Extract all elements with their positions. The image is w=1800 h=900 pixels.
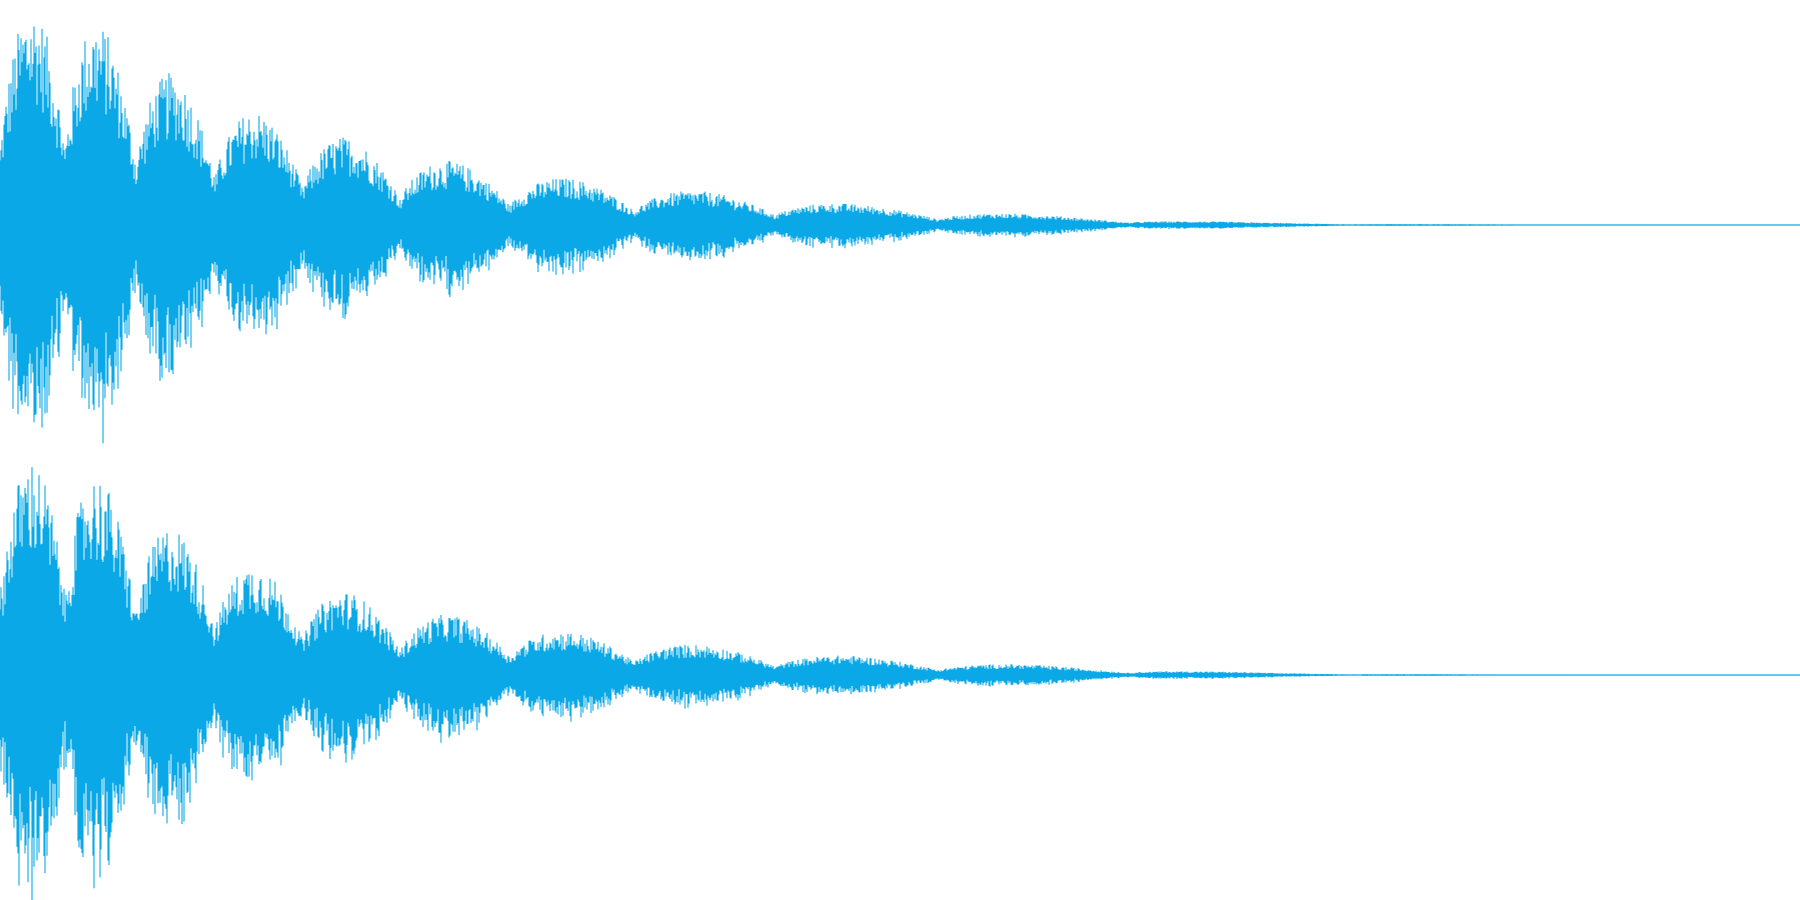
channel-bottom-waveform [0, 467, 1800, 900]
channel-signal [0, 467, 1593, 900]
channel-top-waveform [0, 26, 1800, 444]
channel-signal [0, 26, 1647, 444]
